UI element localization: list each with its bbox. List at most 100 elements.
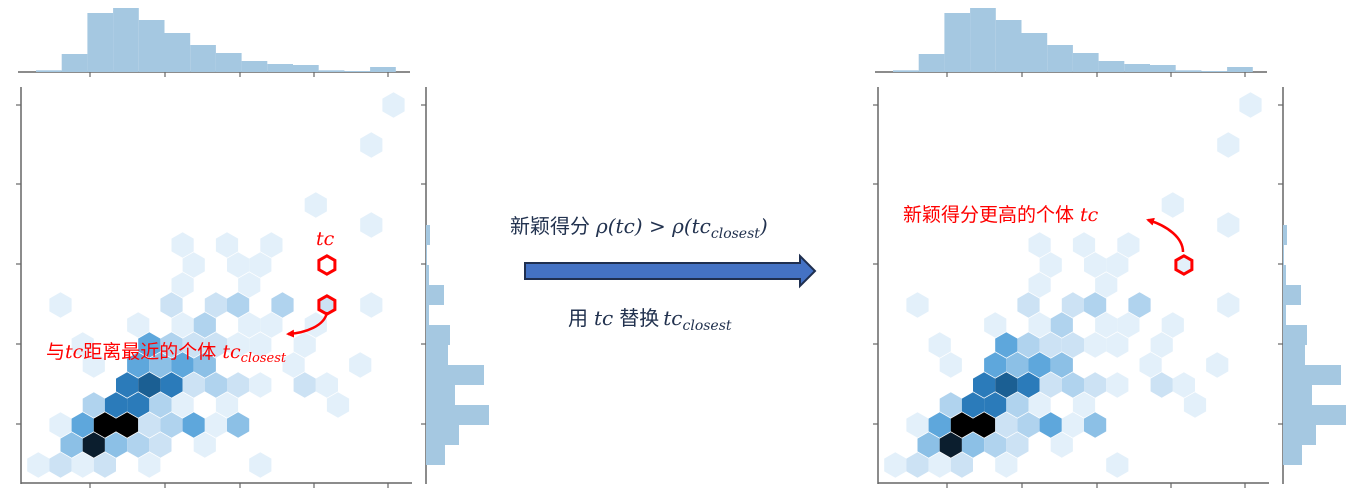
hexbin-cell bbox=[215, 392, 239, 418]
hexbin-cell bbox=[160, 332, 183, 358]
hexbin-cell bbox=[127, 432, 150, 458]
hexbin-cell bbox=[939, 392, 962, 418]
top-hist-bar bbox=[344, 71, 371, 72]
hexbin-cell bbox=[260, 232, 283, 258]
hexbin-cell bbox=[193, 352, 216, 378]
right-hist-bar bbox=[1283, 365, 1341, 385]
hexbin-cell bbox=[1106, 332, 1129, 358]
top-hist-bar bbox=[370, 67, 396, 72]
hexbin-cell bbox=[1217, 132, 1240, 158]
hexbin-cell bbox=[49, 292, 72, 318]
hexbin-cell bbox=[182, 252, 205, 278]
right-hist-bar bbox=[1283, 245, 1284, 265]
red-curved-arrow bbox=[286, 311, 329, 338]
top-hist-bar bbox=[293, 65, 319, 72]
hexbin-cell bbox=[349, 352, 372, 378]
hexbin-cell bbox=[293, 332, 316, 358]
hexbin-cell bbox=[995, 372, 1018, 398]
hexbin-cell bbox=[171, 232, 194, 258]
top-hist-bar bbox=[1098, 61, 1125, 72]
hexbin-cell bbox=[1072, 232, 1096, 258]
hexbin-cell bbox=[950, 412, 973, 438]
hexbin-cell bbox=[149, 432, 172, 458]
hexbin-cell bbox=[249, 372, 272, 398]
hexbin-cell bbox=[238, 312, 261, 338]
hexbin-cell bbox=[1117, 232, 1140, 258]
top-hist-bar bbox=[138, 20, 165, 72]
hexbin-cell bbox=[160, 372, 183, 398]
top-hist-bar bbox=[1072, 53, 1099, 72]
hexbin-cell bbox=[182, 332, 205, 358]
hexbin-cell bbox=[127, 352, 150, 378]
hexbin-cell bbox=[249, 452, 272, 478]
hexbin-cell bbox=[60, 432, 83, 458]
hexbin-cell bbox=[917, 432, 940, 458]
hexbin-cell bbox=[1084, 372, 1107, 398]
right-hist-bar bbox=[1283, 225, 1287, 245]
hexbin-cell bbox=[260, 312, 283, 338]
hexbin-cell bbox=[82, 352, 105, 378]
hexbin-cell bbox=[204, 292, 227, 318]
right-hist-bar bbox=[1283, 425, 1316, 445]
hexbin-cell bbox=[1039, 412, 1062, 438]
hexbin-cell bbox=[1039, 332, 1062, 358]
hexbin-cell bbox=[1072, 392, 1096, 418]
hexbin-cell bbox=[906, 452, 929, 478]
top-hist-bar bbox=[893, 70, 919, 72]
hexbin-cell bbox=[1039, 252, 1062, 278]
hexbin-cell bbox=[104, 392, 128, 418]
hexbin-cell bbox=[939, 352, 962, 378]
hexbin-cell bbox=[171, 272, 194, 298]
hexbin-cell bbox=[1239, 92, 1262, 118]
top-hist-bar bbox=[1150, 65, 1176, 72]
right-jointplot bbox=[873, 8, 1346, 488]
hexbin-cell bbox=[71, 452, 94, 478]
hexbin-cell bbox=[116, 412, 139, 438]
hexbin-cell bbox=[1084, 252, 1107, 278]
hexbin-cell bbox=[1061, 332, 1084, 358]
top-hist-bar bbox=[1124, 64, 1150, 72]
top-hist-bar bbox=[61, 54, 88, 72]
hexbin-cell bbox=[1217, 212, 1240, 238]
hexbin-cell bbox=[127, 392, 150, 418]
hexbin-cell bbox=[1006, 352, 1029, 378]
hexbin-cell bbox=[906, 292, 929, 318]
hexbin-cell bbox=[138, 412, 161, 438]
hexbin-cell bbox=[1084, 412, 1107, 438]
hexbin-cell bbox=[182, 412, 205, 438]
top-hist-bar bbox=[1175, 70, 1202, 72]
red-curved-arrow bbox=[1146, 217, 1185, 253]
hexbin-cell bbox=[928, 452, 951, 478]
top-hist-bar bbox=[318, 70, 345, 72]
left-jointplot bbox=[16, 8, 489, 488]
hexbin-cell bbox=[1017, 292, 1040, 318]
right-hist-bar bbox=[426, 325, 450, 345]
hexbin-cell bbox=[82, 392, 105, 418]
red-hexagon-icon bbox=[317, 254, 337, 276]
right-hist-bar bbox=[426, 425, 459, 445]
hexbin-cell bbox=[360, 212, 383, 238]
hexbin-cell bbox=[1084, 332, 1107, 358]
hexbin-cell bbox=[1050, 352, 1073, 378]
right-hist-bar bbox=[1283, 325, 1307, 345]
hexbin-cell bbox=[1050, 312, 1073, 338]
hexbin-cell bbox=[138, 372, 161, 398]
hexbin-cell bbox=[984, 352, 1007, 378]
hexbin-cell bbox=[984, 392, 1007, 418]
hexbin-cell bbox=[171, 392, 194, 418]
right-hist-bar bbox=[426, 265, 429, 285]
right-hist-bar bbox=[426, 405, 489, 425]
hexbin-cell bbox=[215, 232, 239, 258]
hexbin-cell bbox=[1150, 372, 1173, 398]
hexbin-cell bbox=[138, 332, 161, 358]
hexbin-cell bbox=[928, 332, 951, 358]
hexbin-cell bbox=[93, 452, 116, 478]
hexbin-cell bbox=[71, 332, 94, 358]
hexbin-cell bbox=[227, 372, 250, 398]
hexbin-cell bbox=[973, 412, 996, 438]
hexbin-cell bbox=[227, 412, 250, 438]
